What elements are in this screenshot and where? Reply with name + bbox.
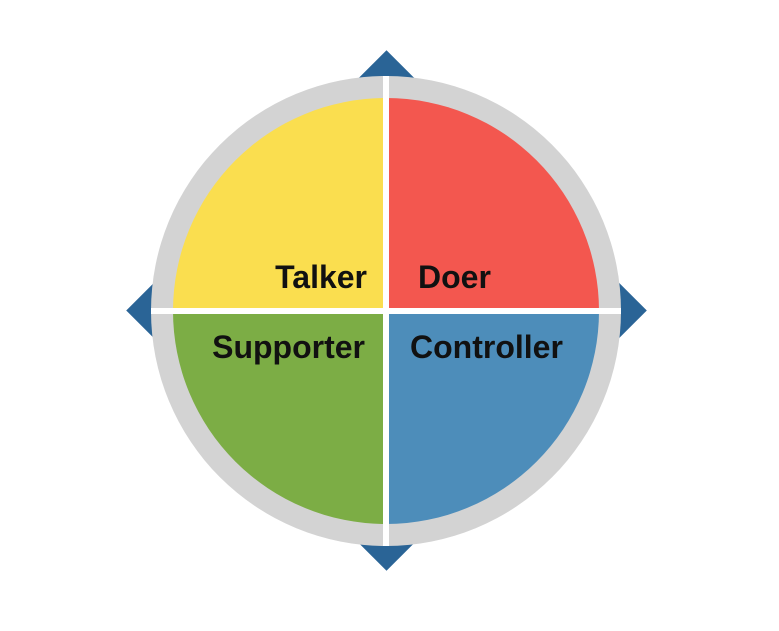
label-supporter: Supporter	[212, 329, 365, 365]
label-controller: Controller	[410, 329, 563, 365]
label-doer: Doer	[418, 259, 491, 295]
label-talker: Talker	[275, 259, 367, 295]
horizontal-divider	[151, 308, 621, 314]
